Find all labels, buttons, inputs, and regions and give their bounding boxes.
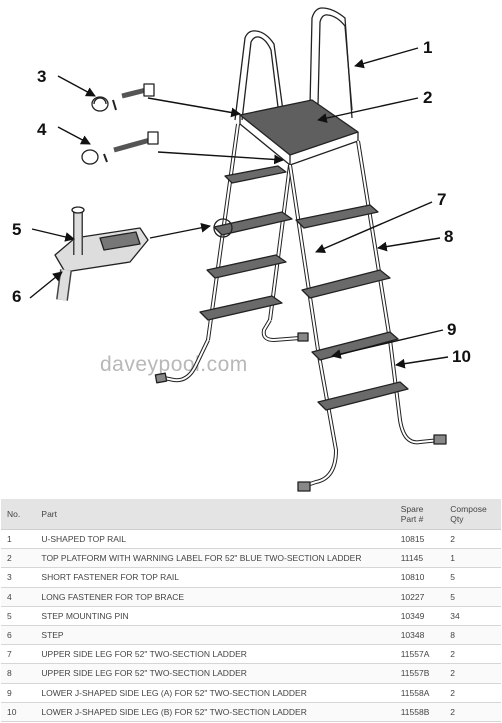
callout-2: 2 [423,88,432,107]
header-spare-part: Spare Part # [394,499,445,530]
cell-no: 1 [1,529,36,550]
header-no: No. [1,499,36,530]
cell-qty: 8 [444,625,501,646]
ladder-exploded-diagram: daveypool.com [12,7,471,492]
header-part: Part [35,499,395,530]
cell-no: 6 [1,625,36,646]
callout-6: 6 [12,287,21,306]
table-row: 8 UPPER SIDE LEG FOR 52" TWO-SECTION LAD… [1,663,501,684]
cell-spare: 10227 [394,587,445,607]
cell-no: 2 [1,548,36,569]
table-row: 7 UPPER SIDE LEG FOR 52" TWO-SECTION LAD… [1,644,501,665]
table-row: 3 SHORT FASTENER FOR TOP RAIL 10810 5 [1,567,501,588]
table-header-row: No. Part Spare Part # Compose Qty [1,499,501,530]
ladder-drawing [54,7,447,492]
table-row: 1 U-SHAPED TOP RAIL 10815 2 [1,529,501,550]
callout-4: 4 [37,120,47,139]
cell-part: STEP [35,625,395,646]
callout-10: 10 [452,347,471,366]
watermark-text: daveypool.com [100,353,248,376]
cell-qty: 34 [444,606,501,626]
table-row: 6 STEP 10348 8 [1,625,501,646]
cell-no: 3 [1,567,36,588]
callout-7: 7 [437,190,446,209]
header-compose-qty: Compose Qty [444,499,501,530]
cell-qty: 5 [444,567,501,588]
leader-arrows [29,47,449,369]
cell-spare: 10810 [394,567,445,588]
callout-3: 3 [37,67,46,86]
cell-spare: 10815 [394,529,445,550]
cell-no: 5 [1,606,36,626]
callout-1: 1 [423,38,432,57]
cell-qty: 2 [444,702,501,722]
callout-9: 9 [447,320,456,339]
cell-part: STEP MOUNTING PIN [35,606,395,626]
cell-no: 7 [1,644,36,665]
cell-part: UPPER SIDE LEG FOR 52" TWO-SECTION LADDE… [35,663,395,684]
table-row: 5 STEP MOUNTING PIN 10349 34 [1,606,501,626]
cell-spare: 11558A [394,683,445,703]
cell-spare: 11558B [394,702,445,722]
table-row: 10 LOWER J-SHAPED SIDE LEG (B) FOR 52" T… [1,702,501,722]
cell-part: U-SHAPED TOP RAIL [35,529,395,550]
cell-no: 9 [1,683,36,703]
cell-spare: 11557B [394,663,445,684]
cell-no: 4 [1,587,36,607]
cell-part: LONG FASTENER FOR TOP BRACE [35,587,395,607]
cell-spare: 11557A [394,644,445,665]
cell-qty: 1 [444,548,501,569]
cell-part: LOWER J-SHAPED SIDE LEG (A) FOR 52" TWO-… [35,683,395,703]
cell-qty: 5 [444,587,501,607]
cell-part: SHORT FASTENER FOR TOP RAIL [35,567,395,588]
callout-8: 8 [444,227,453,246]
table-row: 2 TOP PLATFORM WITH WARNING LABEL FOR 52… [1,548,501,569]
cell-qty: 2 [444,644,501,665]
callout-5: 5 [12,220,21,239]
cell-part: TOP PLATFORM WITH WARNING LABEL FOR 52" … [35,548,395,569]
cell-qty: 2 [444,663,501,684]
cell-qty: 2 [444,683,501,703]
table-row: 4 LONG FASTENER FOR TOP BRACE 10227 5 [1,587,501,607]
table-row: 9 LOWER J-SHAPED SIDE LEG (A) FOR 52" TW… [1,683,501,703]
cell-part: UPPER SIDE LEG FOR 52" TWO-SECTION LADDE… [35,644,395,665]
cell-spare: 10348 [394,625,445,646]
cell-spare: 11145 [394,548,445,569]
parts-table: No. Part Spare Part # Compose Qty 1 U-SH… [1,499,501,722]
cell-spare: 10349 [394,606,445,626]
cell-no: 10 [1,702,36,722]
cell-no: 8 [1,663,36,684]
cell-qty: 2 [444,529,501,550]
cell-part: LOWER J-SHAPED SIDE LEG (B) FOR 52" TWO-… [35,702,395,722]
